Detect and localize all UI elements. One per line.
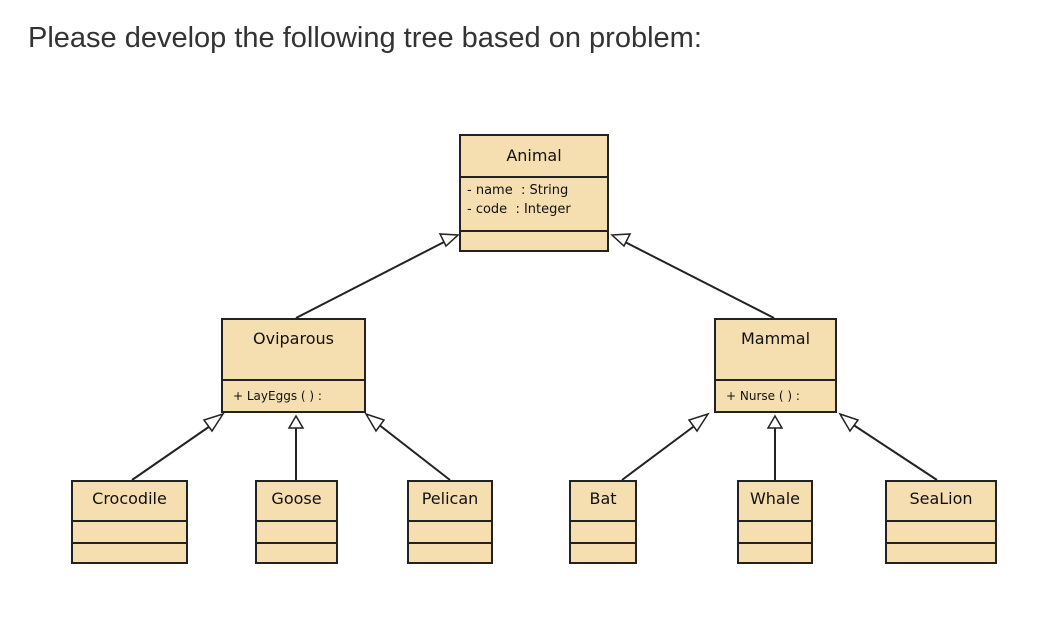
arrowhead-oviparous-animal — [438, 233, 460, 248]
arrowhead-goose-oviparous — [287, 414, 305, 429]
arrowhead-mammal-animal — [610, 233, 632, 248]
class-mammal-name: Mammal — [716, 320, 835, 381]
attribute-name: - name : String — [467, 183, 569, 198]
class-whale-name: Whale — [739, 482, 811, 522]
class-whale-attributes — [739, 522, 811, 544]
class-oviparous: Oviparous + LayEggs ( ) : — [221, 318, 366, 413]
attribute-code: - code : Integer — [467, 202, 571, 217]
class-bat: Bat — [569, 480, 637, 564]
class-mammal: Mammal + Nurse ( ) : — [714, 318, 837, 413]
class-pelican-attributes — [409, 522, 491, 544]
edge-mammal-animal — [622, 240, 775, 319]
class-goose: Goose — [255, 480, 338, 564]
class-mammal-operation: + Nurse ( ) : — [726, 389, 800, 403]
arrowhead-crocodile-oviparous — [202, 412, 225, 433]
edge-bat-mammal — [621, 423, 698, 481]
class-crocodile: Crocodile — [71, 480, 188, 564]
class-pelican-name: Pelican — [409, 482, 491, 522]
edge-pelican-oviparous — [377, 423, 451, 481]
class-sealion-name: SeaLion — [887, 482, 995, 522]
class-goose-attributes — [257, 522, 336, 544]
class-bat-attributes — [571, 522, 635, 544]
class-sealion: SeaLion — [885, 480, 997, 564]
class-whale: Whale — [737, 480, 813, 564]
arrowhead-whale-mammal — [766, 414, 784, 429]
class-goose-name: Goose — [257, 482, 336, 522]
arrowhead-sealion-mammal — [838, 412, 860, 433]
arrowhead-pelican-oviparous — [364, 412, 386, 433]
class-animal-name: Animal — [461, 136, 607, 178]
edge-oviparous-animal — [295, 240, 447, 319]
class-oviparous-name: Oviparous — [223, 320, 364, 381]
edge-sealion-mammal — [851, 423, 938, 481]
page-heading: Please develop the following tree based … — [28, 22, 702, 54]
class-crocodile-name: Crocodile — [73, 482, 186, 522]
class-sealion-attributes — [887, 522, 995, 544]
class-crocodile-attributes — [73, 522, 186, 544]
arrowhead-bat-mammal — [687, 412, 710, 433]
edge-crocodile-oviparous — [131, 423, 214, 481]
class-pelican: Pelican — [407, 480, 493, 564]
class-animal: Animal - name : String - code : Integer — [459, 134, 609, 252]
class-animal-attributes: - name : String - code : Integer — [461, 178, 607, 232]
class-bat-name: Bat — [571, 482, 635, 522]
class-oviparous-operation: + LayEggs ( ) : — [233, 389, 322, 403]
